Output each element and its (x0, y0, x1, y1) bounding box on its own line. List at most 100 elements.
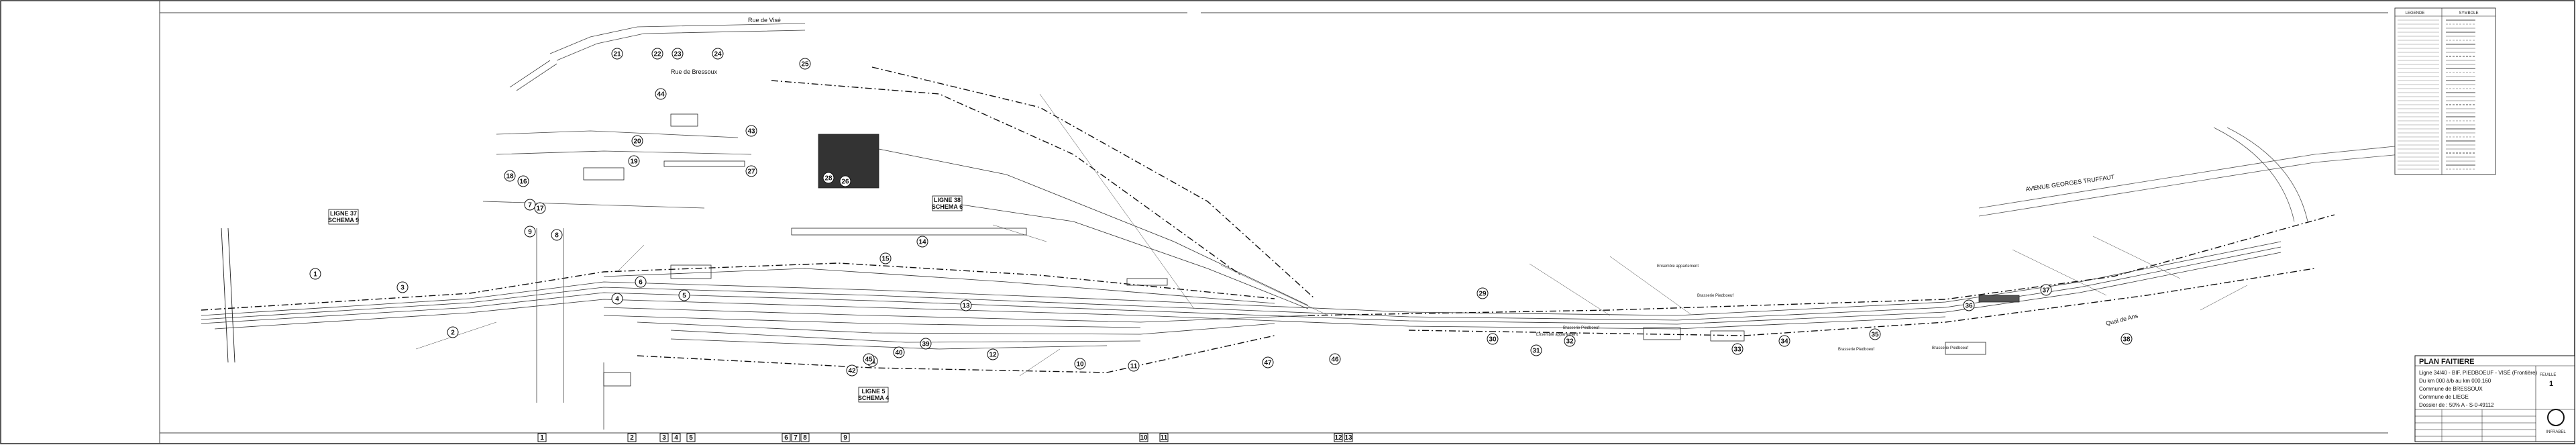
bottom-marker: 11 (1159, 433, 1169, 442)
title-block-line: Dossier de : 50% A - S-0-49112 (2419, 402, 2494, 408)
zone-marker-circle (1487, 333, 1499, 345)
zone-marker-number: 37 (2042, 287, 2050, 295)
street-label: Quai de Ans (2105, 312, 2139, 327)
bottom-marker-box (537, 433, 547, 442)
zone-marker-circle (1963, 299, 1975, 311)
station-area-roads (482, 23, 806, 430)
bottom-marker-number: 5 (689, 434, 693, 442)
bottom-marker-box (659, 433, 669, 442)
bottom-marker: 5 (686, 433, 696, 442)
zone-marker-number: 18 (506, 173, 514, 181)
bottom-marker-box (800, 433, 810, 442)
zone-marker-number: 8 (555, 232, 559, 240)
zone-marker-circle (799, 58, 811, 70)
zone-marker-circle (551, 229, 563, 241)
bottom-marker-number: 3 (662, 434, 666, 442)
zone-marker: 28 (822, 172, 835, 184)
zone-marker: 25 (799, 58, 811, 70)
road-crossing-left (221, 228, 235, 363)
zone-marker: 21 (611, 48, 623, 60)
zone-marker-circle (504, 170, 516, 182)
zone-marker-circle (893, 346, 905, 358)
zone-marker-number: 16 (519, 179, 527, 186)
bottom-marker-box (672, 433, 681, 442)
bottom-marker: 4 (672, 433, 681, 442)
zone-marker-circle (1477, 287, 1489, 299)
zone-marker-number: 31 (1532, 348, 1540, 355)
zone-marker-circle (822, 172, 835, 184)
bottom-marker-box (627, 433, 637, 442)
zone-marker-circle (517, 175, 529, 187)
buildings (583, 113, 2020, 387)
bottom-marker: 13 (1344, 433, 1353, 442)
zone-marker: 20 (631, 135, 643, 147)
zone-marker-number: 24 (714, 51, 722, 58)
zone-marker: 43 (745, 125, 757, 137)
zone-marker: 46 (1329, 353, 1341, 365)
avenue-road (1978, 127, 2416, 222)
zone-marker-circle (987, 348, 999, 360)
legend-header-left: LEGENDE (2406, 11, 2425, 15)
zone-marker-circle (960, 299, 972, 311)
bottom-marker: 6 (782, 433, 791, 442)
zone-marker-number: 11 (1130, 363, 1138, 370)
bottom-marker-number: 4 (674, 434, 678, 442)
zone-marker: 32 (1564, 335, 1576, 347)
bottom-marker-box (1334, 433, 1343, 442)
zone-marker-circle (839, 175, 851, 187)
title-block-line: Commune de LIEGE (2419, 394, 2469, 400)
zone-marker-circle (920, 338, 932, 350)
bottom-marker-box (1159, 433, 1169, 442)
zone-marker-circle (846, 364, 858, 377)
zone-marker-circle (309, 268, 321, 280)
infrabel-logo-icon (2547, 409, 2565, 426)
bottom-marker: 10 (1139, 433, 1148, 442)
zone-marker-number: 34 (1780, 338, 1788, 346)
zone-marker-number: 13 (962, 303, 970, 310)
zone-marker-circle (611, 293, 623, 305)
zone-marker: 40 (893, 346, 905, 358)
zone-marker-number: 33 (1733, 346, 1741, 354)
logo-text: INFRABEL (2546, 430, 2566, 434)
zone-marker: 42 (846, 364, 858, 377)
zone-marker-number: 42 (848, 368, 856, 375)
zone-marker-circle (1564, 335, 1576, 347)
zone-marker: 2 (447, 326, 459, 338)
zone-marker-number: 28 (824, 175, 833, 183)
zone-marker-circle (611, 48, 623, 60)
building-label: Brasserie Piedboeuf (1697, 294, 1733, 298)
zone-marker-number: 7 (528, 202, 532, 209)
bottom-marker-box (686, 433, 696, 442)
legend-table: LEGENDE SYMBOLE (2394, 7, 2496, 175)
zone-marker-circle (1128, 360, 1140, 372)
bottom-marker: 8 (800, 433, 810, 442)
zone-marker: 39 (920, 338, 932, 350)
zone-marker-circle (631, 135, 643, 147)
section-box-line1: LIGNE 5 (861, 388, 885, 395)
zone-marker-number: 43 (747, 128, 755, 136)
title-block-line: Ligne 34/40 - BIF. PIEDBOEUF - VISÉ (Fro… (2419, 370, 2537, 376)
zone-marker-circle (2040, 284, 2052, 296)
zone-marker: 47 (1262, 356, 1274, 368)
zone-marker: 11 (1128, 360, 1140, 372)
zone-marker-number: 2 (451, 330, 455, 337)
zone-marker: 29 (1477, 287, 1489, 299)
zone-marker: 7 (524, 199, 536, 211)
zone-marker: 13 (960, 299, 972, 311)
zone-marker-number: 47 (1264, 360, 1272, 367)
section-box-line2: SCHEMA 6 (932, 203, 963, 210)
zone-marker-circle (745, 125, 757, 137)
zone-marker-circle (651, 48, 663, 60)
zone-marker: 37 (2040, 284, 2052, 296)
zone-marker-circle (524, 199, 536, 211)
section-box-line1: LIGNE 37 (330, 210, 357, 217)
street-label: AVENUE GEORGES TRUFFAUT (2025, 173, 2115, 193)
zone-marker-circle (635, 276, 647, 288)
bottom-marker: 12 (1334, 433, 1343, 442)
zone-marker: 27 (745, 165, 757, 177)
zone-marker-circle (1869, 328, 1881, 340)
zone-marker: 35 (1869, 328, 1881, 340)
